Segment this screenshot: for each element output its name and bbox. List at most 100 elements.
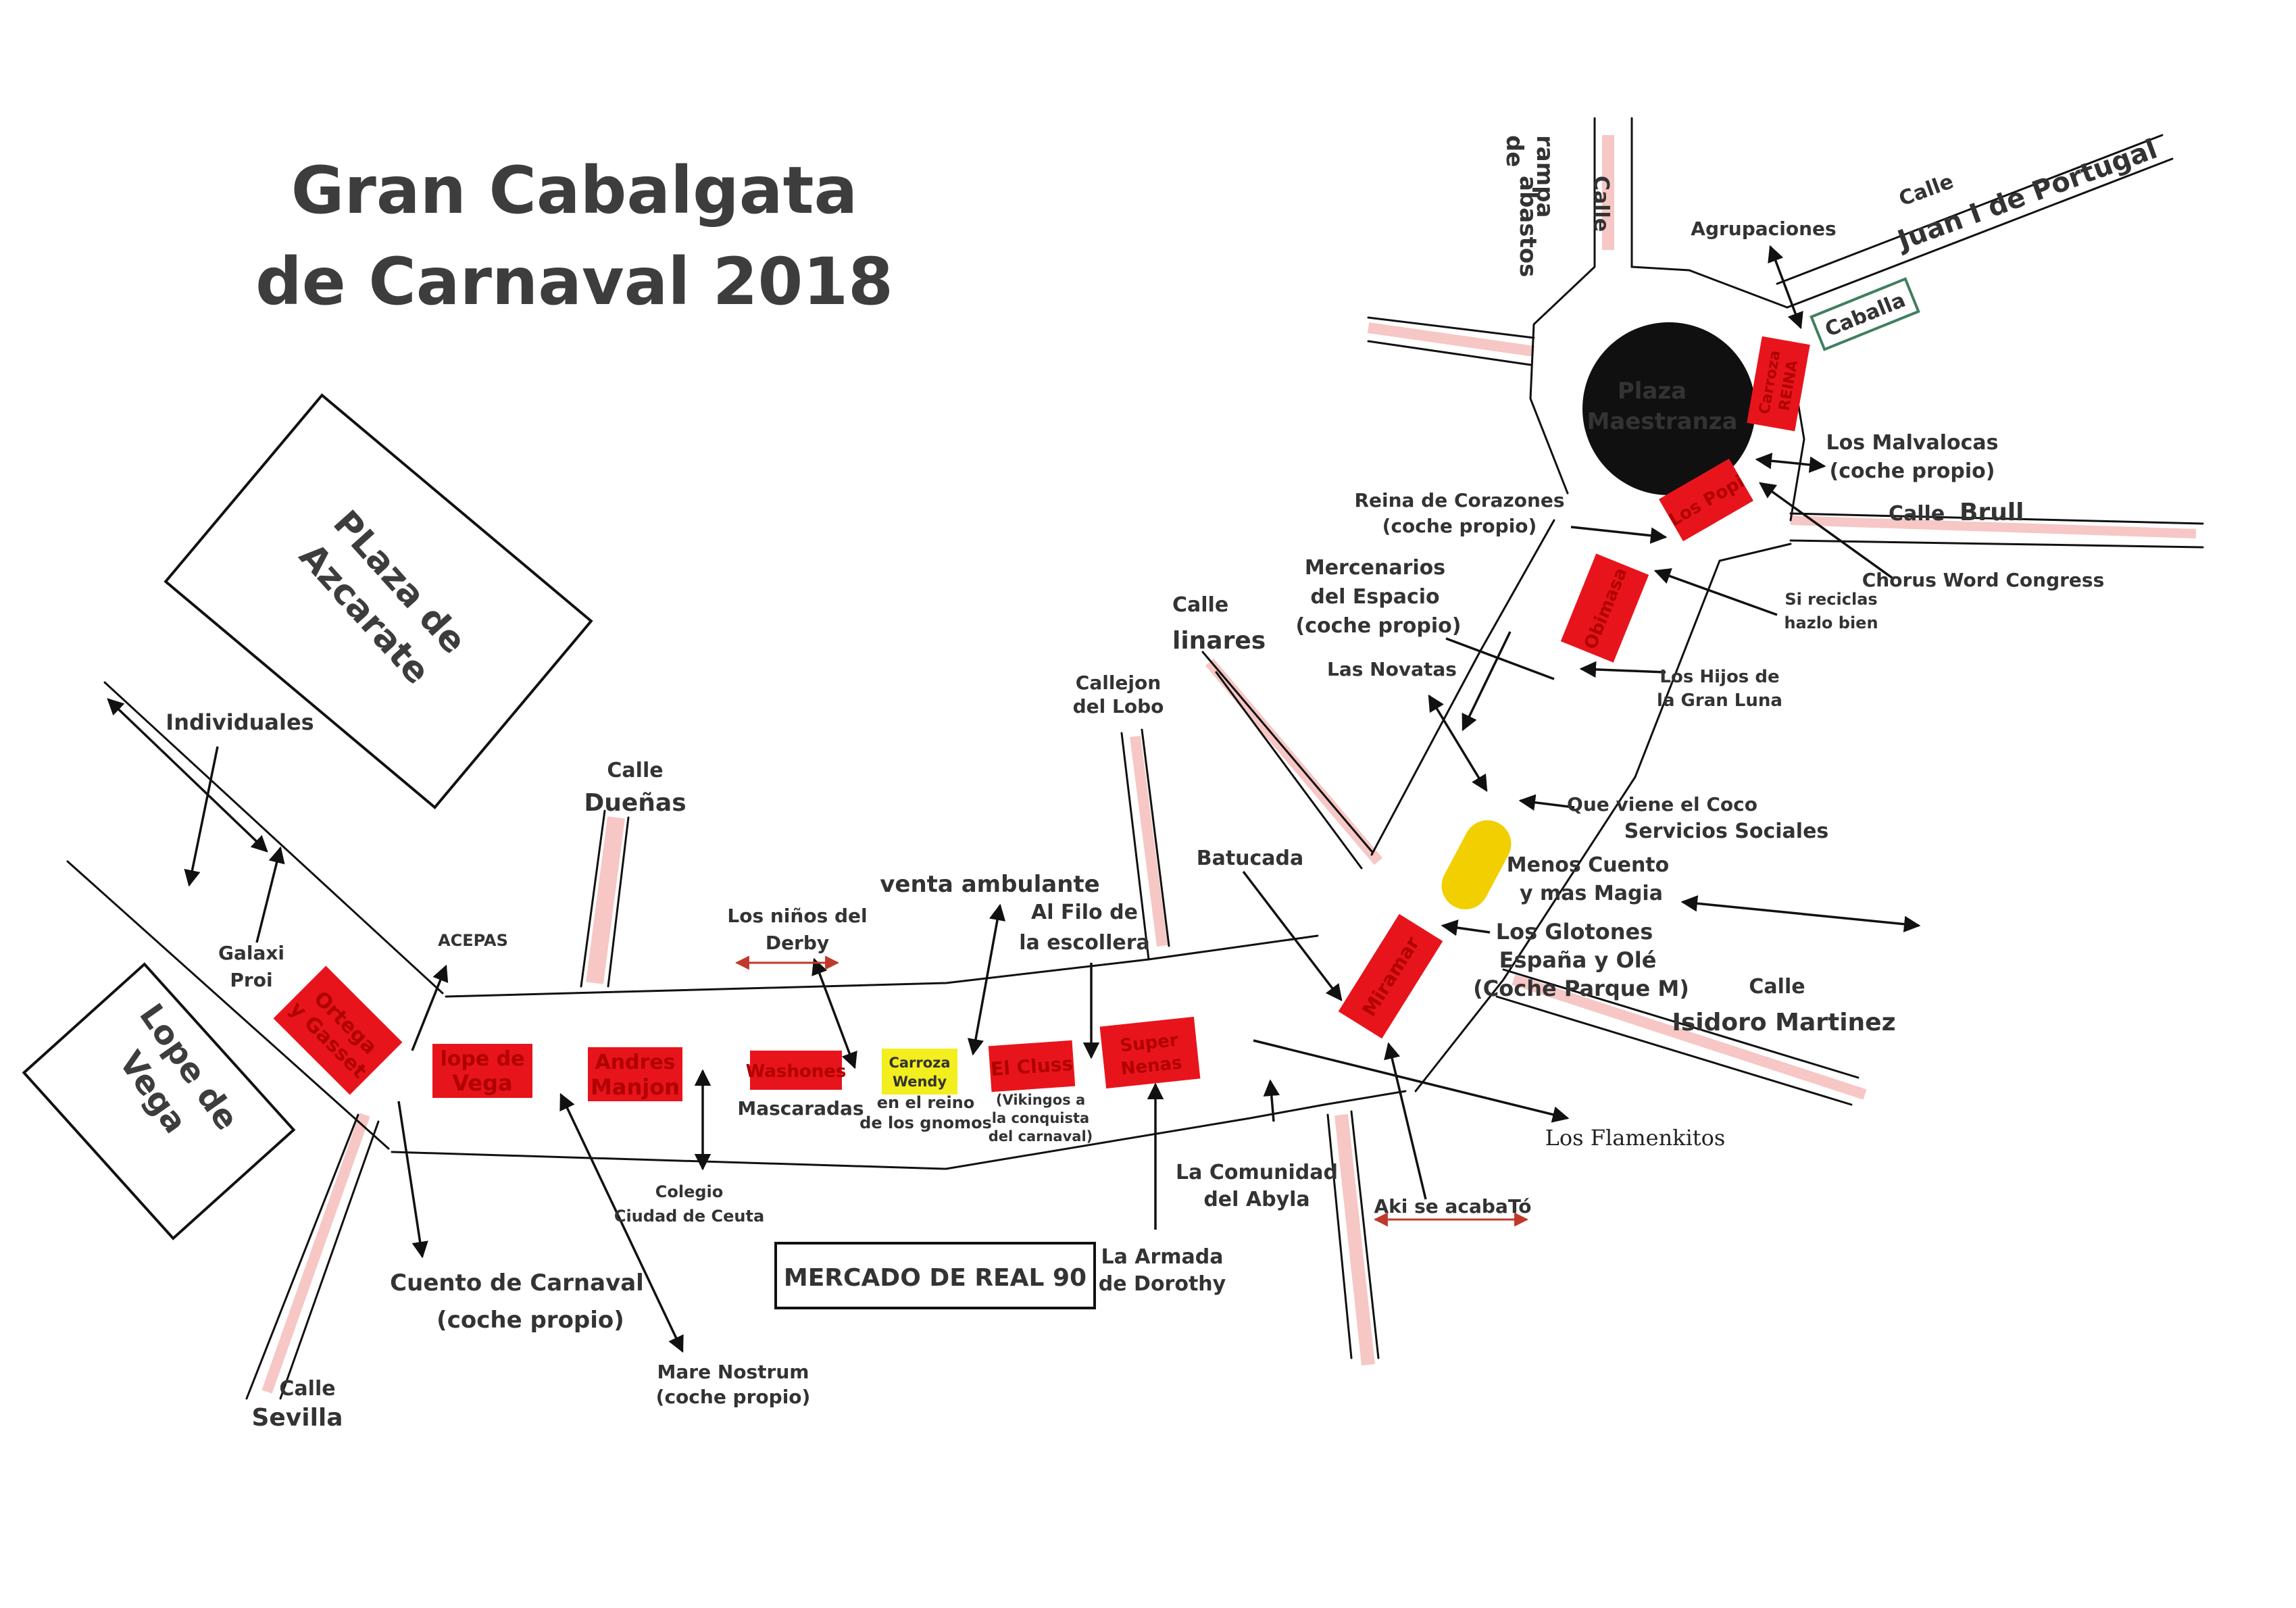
arrow-agrupaciones: [1768, 245, 1803, 330]
avenue-north-edge: [445, 934, 1319, 998]
arrow-mare: [559, 1092, 684, 1353]
arrow-venta: [967, 903, 1006, 1056]
menos-cuento-capsule: [1441, 820, 1512, 909]
street-juan-upper: [1776, 134, 2164, 285]
street-brull-lower: [1789, 539, 2204, 549]
label-alfilo-1: Al Filo de: [1031, 901, 1138, 924]
plaza-maestranza-label-1: Plaza: [1618, 378, 1687, 405]
callejon-label-1: Callejon: [1076, 672, 1161, 694]
label-venta: venta ambulante: [880, 871, 1100, 898]
label-mare-2: (coche propio): [656, 1386, 811, 1408]
float-andres: Andres Manjon: [588, 1047, 682, 1101]
street-band-south: [1334, 1113, 1375, 1366]
arrow-aki: [1384, 1042, 1427, 1200]
arrow-mercenarios-line: [1445, 637, 1555, 680]
float-lope-label-2: Vega: [452, 1070, 512, 1096]
plaza-azcarate-rect: [164, 393, 593, 809]
label-menos-2: y mas Magia: [1520, 882, 1663, 905]
arrow-acepas: [411, 964, 449, 1051]
street-isidoro-north: [1502, 968, 1860, 1079]
label-servicios: Servicios Sociales: [1624, 820, 1829, 843]
label-acepas: ACEPAS: [438, 931, 508, 950]
street-band-callejon: [1130, 735, 1168, 947]
float-ortega-rect: [273, 965, 403, 1095]
arrow-individuales: [184, 746, 219, 887]
arrow-mercenarios: [1462, 631, 1512, 732]
brull-calle-label: Calle: [1889, 502, 1945, 526]
float-el-cluss: El Cluss: [988, 1040, 1076, 1092]
label-coco: Que viene el Coco: [1567, 793, 1757, 815]
label-reciclas-1: Si reciclas: [1785, 590, 1877, 609]
street-linares-east: [1201, 651, 1373, 853]
isidoro-name-label: Isidoro Martinez: [1672, 1009, 1895, 1036]
label-individuales: Individuales: [166, 709, 314, 735]
label-glotones-2: España y Olé: [1499, 947, 1657, 973]
label-agrupaciones: Agrupaciones: [1691, 218, 1836, 240]
float-miramar: Miramar: [1338, 913, 1443, 1039]
label-mercenarios-2: del Espacio: [1310, 585, 1439, 609]
arrow-batucada: [1242, 870, 1343, 1001]
plaza-azcarate-block: PLaza de Azcarate: [164, 393, 593, 809]
label-hijos-2: la Gran Luna: [1657, 690, 1782, 711]
label-malvalocas-1: Los Malvalocas: [1826, 431, 1999, 455]
title-line-1: Gran Cabalgata: [291, 153, 858, 228]
label-menos-1: Menos Cuento: [1507, 853, 1670, 877]
label-alfilo-2: la escollera: [1019, 931, 1150, 955]
label-comunidad-1: La Comunidad: [1176, 1161, 1338, 1184]
arrow-malvalocas: [1755, 453, 1826, 473]
arrow-reina-cor: [1570, 526, 1668, 544]
lope-de-vega-block: Lope de Vega: [22, 962, 296, 1240]
label-vikingos-3: del carnaval): [989, 1128, 1093, 1145]
arrow-comunidad: [1263, 1079, 1280, 1122]
arrow-chorus: [1759, 482, 1893, 579]
arrow-ninos: [812, 957, 857, 1070]
float-super-nenas: Super Nenas: [1099, 1016, 1201, 1089]
arrow-coco: [1518, 794, 1575, 811]
street-band-sevilla: [261, 1113, 370, 1394]
avenue-south-edge: [391, 1090, 1407, 1170]
duenas-name-label: Dueñas: [584, 789, 686, 817]
float-andres-label-1: Andres: [595, 1051, 675, 1074]
float-lope-rect: [432, 1044, 532, 1098]
float-lope-label-1: lope de: [441, 1047, 525, 1071]
label-mascaradas: Mascaradas: [737, 1097, 864, 1120]
lope-de-vega-rect: [22, 962, 296, 1240]
street-outlines: [66, 117, 2204, 1400]
street-band-linares: [1205, 658, 1383, 865]
label-glotones-1: Los Glotones: [1496, 919, 1653, 945]
roundabout-north-edge: [1630, 117, 1789, 309]
street-sevilla-west: [245, 1113, 359, 1400]
duenas-calle-label: Calle: [607, 759, 663, 782]
street-callejon-west: [1120, 732, 1150, 961]
street-callejon-east: [1141, 728, 1170, 947]
brull-name-label: Brull: [1960, 499, 2024, 526]
float-washones: Washones: [746, 1051, 846, 1090]
calle-rampa-label: Calle: [1589, 176, 1613, 232]
street-duenas-west: [580, 809, 606, 988]
label-reina-cor-1: Reina de Corazones: [1354, 489, 1564, 511]
label-colegio-1: Colegio: [655, 1182, 724, 1201]
float-popi-rect: [1659, 458, 1753, 542]
label-cuento-1: Cuento de Carnaval: [390, 1270, 644, 1297]
juan-calle-label: Calle: [1896, 170, 1957, 211]
caballa-rect: [1810, 277, 1920, 351]
label-mare-1: Mare Nostrum: [657, 1361, 809, 1383]
street-juan-lower: [1786, 157, 2174, 309]
label-vikingos-1: (Vikingos a: [996, 1092, 1085, 1108]
float-wendy-label-2: Wendy: [893, 1074, 947, 1090]
label-mercenarios-1: Mercenarios: [1305, 556, 1445, 580]
label-aki: Aki se acabaTó: [1374, 1195, 1532, 1217]
diagonal-east-edge: [1414, 559, 1721, 1092]
title-line-2: de Carnaval 2018: [255, 244, 893, 320]
label-comunidad-2: del Abyla: [1203, 1188, 1309, 1211]
label-hijos-1: Los Hijos de: [1659, 667, 1779, 687]
street-south-west: [1326, 1113, 1353, 1359]
arrow-hijos: [1579, 661, 1666, 678]
arrow-cuento: [397, 1101, 428, 1259]
label-wendy-sub-1: en el reino: [877, 1093, 975, 1112]
caballa-sign: Caballa: [1810, 277, 1920, 351]
float-wendy-rect: [882, 1049, 957, 1095]
street-isidoro-south: [1495, 995, 1853, 1106]
